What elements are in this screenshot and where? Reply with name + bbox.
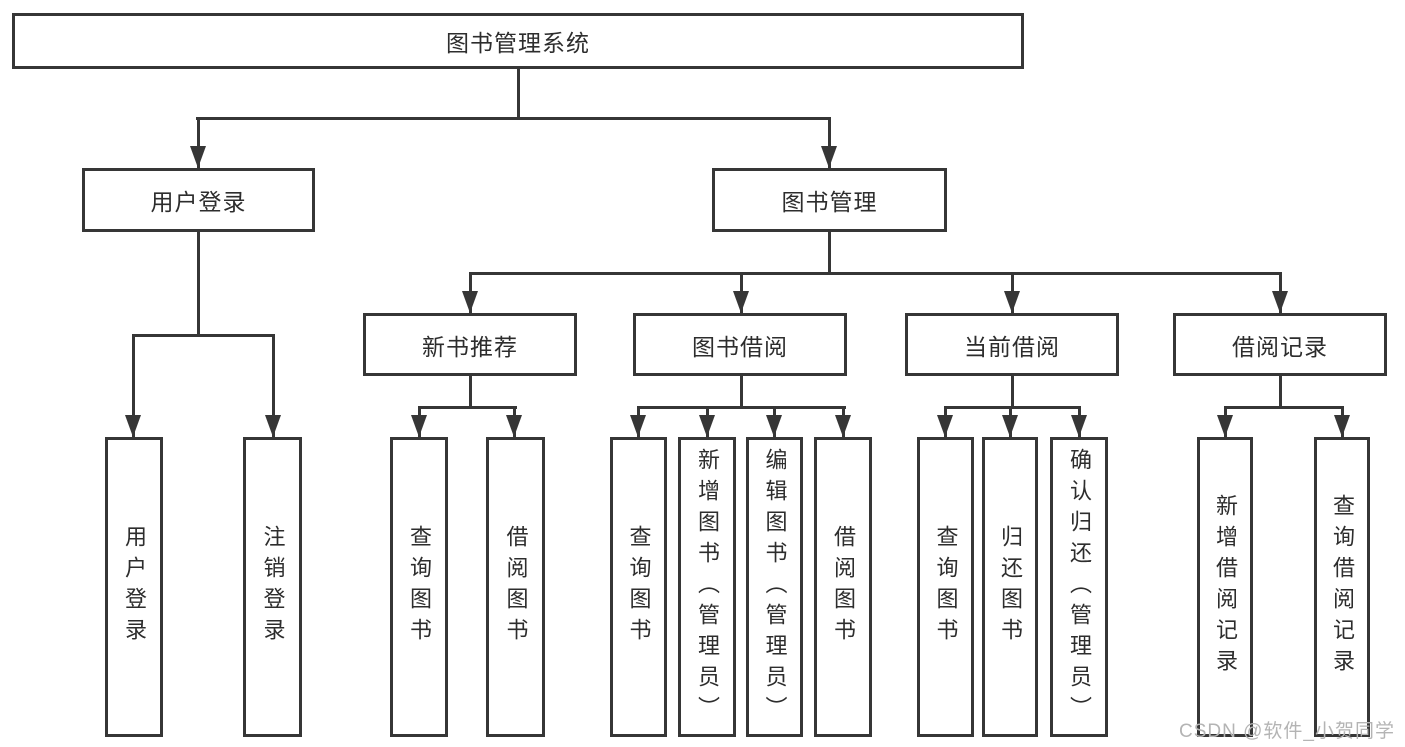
leaf-record-query-borrow-record: 查询借阅记录 (1314, 437, 1370, 737)
connector-borrowrecord-bar (1224, 406, 1344, 409)
leaf-newbook-borrow-book: 借阅图书 (486, 437, 545, 737)
arrowhead-down (1002, 415, 1018, 437)
node-book-management: 图书管理 (712, 168, 947, 232)
node-new-book-recommend: 新书推荐 (363, 313, 577, 376)
connector-drop (272, 334, 275, 437)
connector-root-bar (196, 117, 830, 120)
arrowhead-down (506, 415, 522, 437)
leaf-borrow-edit-book-admin: 编辑图书（管理员） (746, 437, 803, 737)
node-root: 图书管理系统 (12, 13, 1024, 69)
arrowhead-down (733, 291, 749, 313)
connector-newbook-bar (418, 406, 517, 409)
arrowhead-down (1334, 415, 1350, 437)
node-user-login: 用户登录 (82, 168, 315, 232)
arrowhead-down (125, 415, 141, 437)
connector-drop (828, 117, 831, 168)
arrowhead-down (821, 146, 837, 168)
arrowhead-down (1272, 291, 1288, 313)
connector-bookmgmt-bar (469, 272, 1282, 275)
leaf-user-login: 用户登录 (105, 437, 163, 737)
arrowhead-down (630, 415, 646, 437)
connector-currentborrow-bar (944, 406, 1081, 409)
node-borrow-record: 借阅记录 (1173, 313, 1387, 376)
leaf-borrow-add-book-admin: 新增图书（管理员） (678, 437, 736, 737)
arrowhead-down (265, 415, 281, 437)
node-book-borrow: 图书借阅 (633, 313, 847, 376)
leaf-logout: 注销登录 (243, 437, 302, 737)
connector-root-stem (517, 69, 520, 117)
leaf-record-add-borrow-record: 新增借阅记录 (1197, 437, 1253, 737)
leaf-borrow-query-book: 查询图书 (610, 437, 667, 737)
arrowhead-down (462, 291, 478, 313)
leaf-current-confirm-return-admin: 确认归还（管理员） (1050, 437, 1108, 737)
connector-drop (132, 334, 135, 437)
arrowhead-down (937, 415, 953, 437)
connector-userlogin-bar (132, 334, 275, 337)
connector-newbook-stem (469, 376, 472, 406)
node-current-borrow: 当前借阅 (905, 313, 1119, 376)
leaf-newbook-query-book: 查询图书 (390, 437, 448, 737)
watermark: CSDN @软件_小贺同学 (1179, 721, 1395, 742)
arrowhead-down (699, 415, 715, 437)
leaf-current-query-book: 查询图书 (917, 437, 974, 737)
connector-bookmgmt-stem (828, 232, 831, 272)
arrowhead-down (766, 415, 782, 437)
arrowhead-down (835, 415, 851, 437)
arrowhead-down (411, 415, 427, 437)
connector-bookborrow-stem (740, 376, 743, 406)
connector-currentborrow-stem (1011, 376, 1014, 406)
arrowhead-down (1217, 415, 1233, 437)
connector-drop (197, 117, 200, 168)
leaf-current-return-book: 归还图书 (982, 437, 1038, 737)
connector-userlogin-stem (197, 232, 200, 334)
leaf-borrow-borrow-book: 借阅图书 (814, 437, 872, 737)
arrowhead-down (1071, 415, 1087, 437)
connector-bookborrow-bar (637, 406, 846, 409)
arrowhead-down (1004, 291, 1020, 313)
arrowhead-down (190, 146, 206, 168)
connector-borrowrecord-stem (1279, 376, 1282, 406)
